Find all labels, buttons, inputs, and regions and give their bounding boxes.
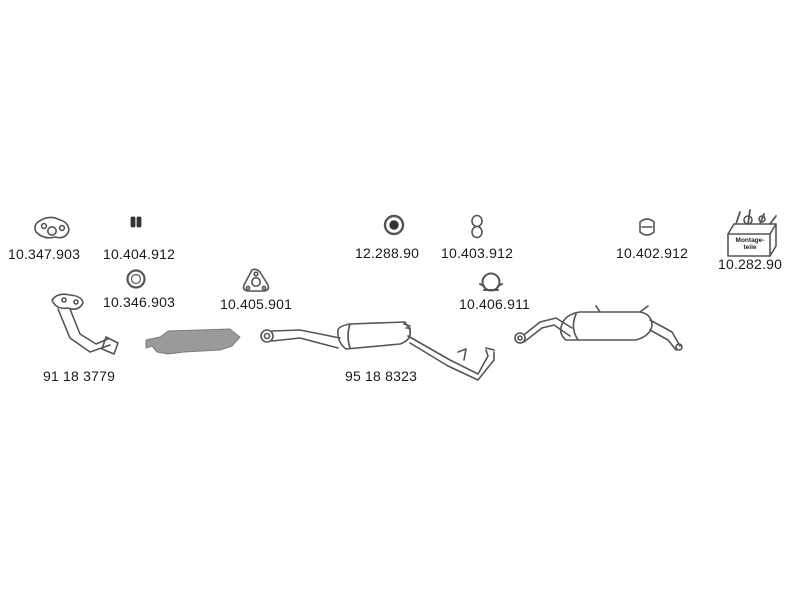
- label-10-404-912: 10.404.912: [103, 246, 176, 262]
- label-95-18-8323: 95 18 8323: [345, 368, 418, 384]
- rubber-mount-b-icon[interactable]: [471, 214, 483, 239]
- front-pipe-icon[interactable]: [51, 293, 119, 355]
- bolt-pair-icon[interactable]: [130, 216, 142, 228]
- flange-gasket-icon[interactable]: [242, 268, 270, 292]
- centre-silencer-icon[interactable]: [260, 321, 495, 381]
- label-10-406-911: 10.406.911: [459, 296, 531, 312]
- catalytic-converter-icon[interactable]: [145, 328, 241, 355]
- rubber-mount-a-icon[interactable]: [383, 214, 405, 236]
- rear-silencer-icon[interactable]: [514, 305, 683, 351]
- rubber-mount-c-icon[interactable]: [639, 218, 655, 236]
- label-10-402-912: 10.402.912: [616, 245, 689, 261]
- label-10-403-912: 10.403.912: [441, 245, 514, 261]
- label-10-346-903: 10.346.903: [103, 294, 176, 310]
- label-10-347-903: 10.347.903: [8, 246, 81, 262]
- label-10-282-90: 10.282.90: [718, 256, 783, 272]
- gasket-3bolt-icon[interactable]: [34, 216, 70, 239]
- label-12-288-90: 12.288.90: [355, 245, 420, 261]
- mounting-kit-box-text: Montage- teile: [735, 237, 765, 251]
- ring-gasket-icon[interactable]: [126, 269, 146, 289]
- label-10-405-901: 10.405.901: [220, 296, 293, 312]
- mounting-kit-box-icon[interactable]: [727, 209, 777, 257]
- label-91-18-3779: 91 18 3779: [43, 368, 116, 384]
- pipe-clamp-icon[interactable]: [479, 272, 503, 292]
